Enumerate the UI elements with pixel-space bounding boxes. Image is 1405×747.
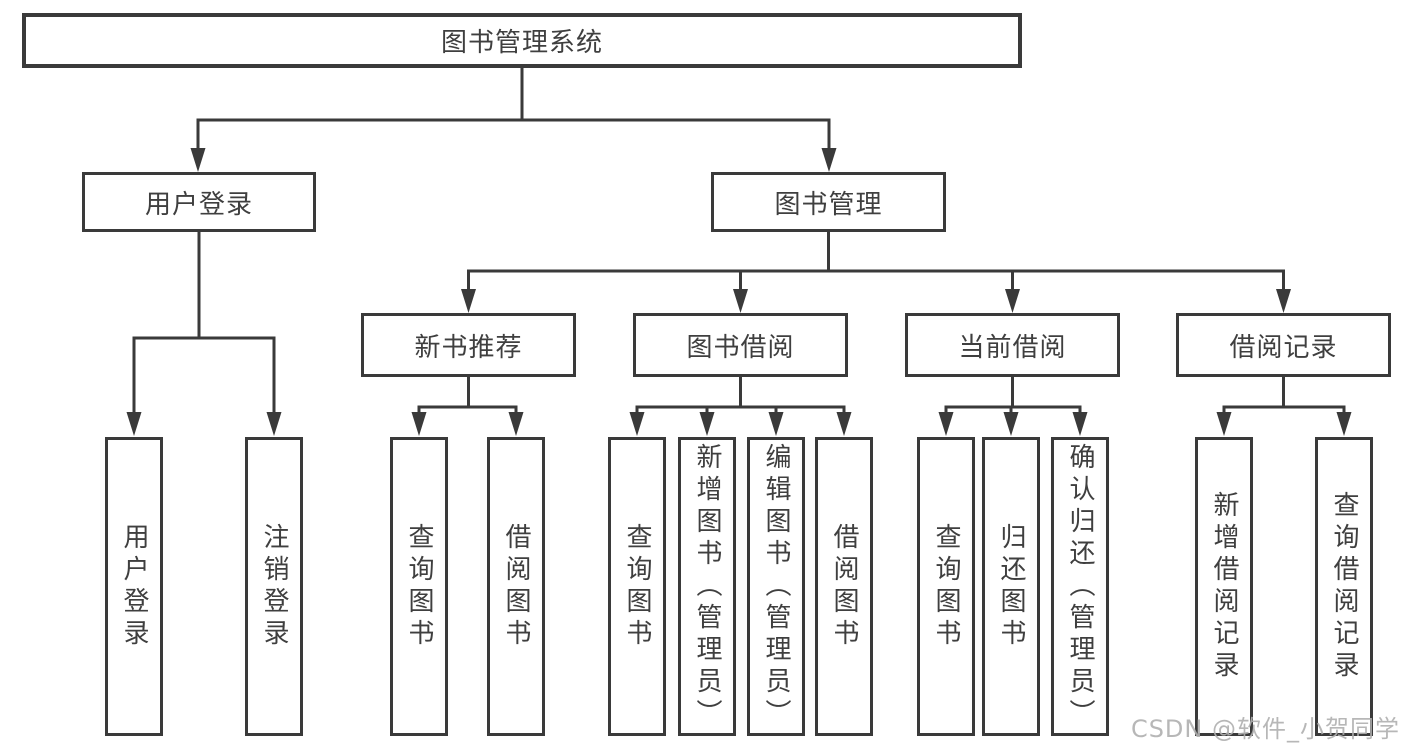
node-book-management: 图书管理 (711, 172, 946, 232)
arrow-down-icon (733, 289, 748, 313)
node-label: 图书借阅 (686, 332, 795, 363)
arrow-down-icon (836, 412, 852, 436)
arrow-down-icon (266, 412, 282, 436)
leaf-return-book: 归还图书 (982, 437, 1040, 736)
connector-line (196, 68, 831, 150)
node-new-book-recommendation: 新书推荐 (361, 313, 576, 377)
node-label: 新增图书（管理员） (692, 442, 722, 731)
leaf-logout: 注销登录 (245, 437, 303, 736)
node-label: 用户登录 (144, 189, 253, 220)
node-current-borrowing: 当前借阅 (905, 313, 1120, 377)
arrow-down-icon (768, 412, 784, 436)
node-label: 查询图书 (931, 522, 961, 651)
leaf-add-book-admin: 新增图书（管理员） (678, 437, 736, 736)
arrow-down-icon (126, 412, 142, 436)
node-label: 查询图书 (404, 522, 434, 651)
node-label: 编辑图书（管理员） (761, 442, 791, 731)
leaf-query-books-borrowing: 查询图书 (608, 437, 666, 736)
arrow-down-icon (699, 412, 715, 436)
arrow-down-icon (190, 148, 206, 172)
connector-line (1222, 377, 1346, 414)
leaf-user-login: 用户登录 (105, 437, 163, 736)
arrow-down-icon (411, 412, 427, 436)
leaf-query-books-current: 查询图书 (917, 437, 975, 736)
node-label: 借阅图书 (501, 522, 531, 651)
node-label: 当前借阅 (958, 332, 1067, 363)
arrow-down-icon (1276, 289, 1291, 313)
node-label: 新书推荐 (414, 332, 523, 363)
connector-line (417, 377, 518, 414)
watermark: CSDN @软件_小贺同学 (1130, 715, 1400, 743)
arrow-down-icon (1005, 289, 1020, 313)
connector-line (635, 377, 846, 414)
node-label: 归还图书 (996, 522, 1026, 651)
node-label: 图书管理 (774, 189, 883, 220)
leaf-borrow-books-borrowing: 借阅图书 (815, 437, 873, 736)
arrow-down-icon (508, 412, 524, 436)
node-label: 确认归还（管理员） (1065, 442, 1095, 731)
node-user-login: 用户登录 (82, 172, 316, 232)
leaf-query-books-recommend: 查询图书 (390, 437, 448, 736)
node-book-borrowing: 图书借阅 (633, 313, 848, 377)
node-library-management-system: 图书管理系统 (22, 13, 1022, 68)
node-label: 用户登录 (119, 522, 149, 651)
arrow-down-icon (938, 412, 954, 436)
connector-line (132, 232, 276, 414)
arrow-down-icon (1072, 412, 1088, 436)
node-label: 新增借阅记录 (1209, 490, 1239, 683)
leaf-confirm-return-admin: 确认归还（管理员） (1051, 437, 1109, 736)
arrow-down-icon (1003, 412, 1019, 436)
leaf-add-borrow-record: 新增借阅记录 (1195, 437, 1253, 736)
connector-line (944, 377, 1082, 414)
leaf-edit-book-admin: 编辑图书（管理员） (747, 437, 805, 736)
arrow-down-icon (461, 289, 476, 313)
node-label: 借阅图书 (829, 522, 859, 651)
node-borrowing-records: 借阅记录 (1176, 313, 1391, 377)
leaf-borrow-books-recommend: 借阅图书 (487, 437, 545, 736)
arrow-down-icon (1336, 412, 1352, 436)
node-label: 注销登录 (259, 522, 289, 651)
connector-line (467, 232, 1285, 291)
arrow-down-icon (1216, 412, 1232, 436)
leaf-query-borrow-record: 查询借阅记录 (1315, 437, 1373, 736)
node-label: 图书管理系统 (440, 28, 603, 58)
arrow-down-icon (629, 412, 645, 436)
node-label: 查询借阅记录 (1329, 490, 1359, 683)
arrow-down-icon (821, 148, 837, 172)
node-label: 借阅记录 (1229, 332, 1338, 363)
node-label: 查询图书 (622, 522, 652, 651)
